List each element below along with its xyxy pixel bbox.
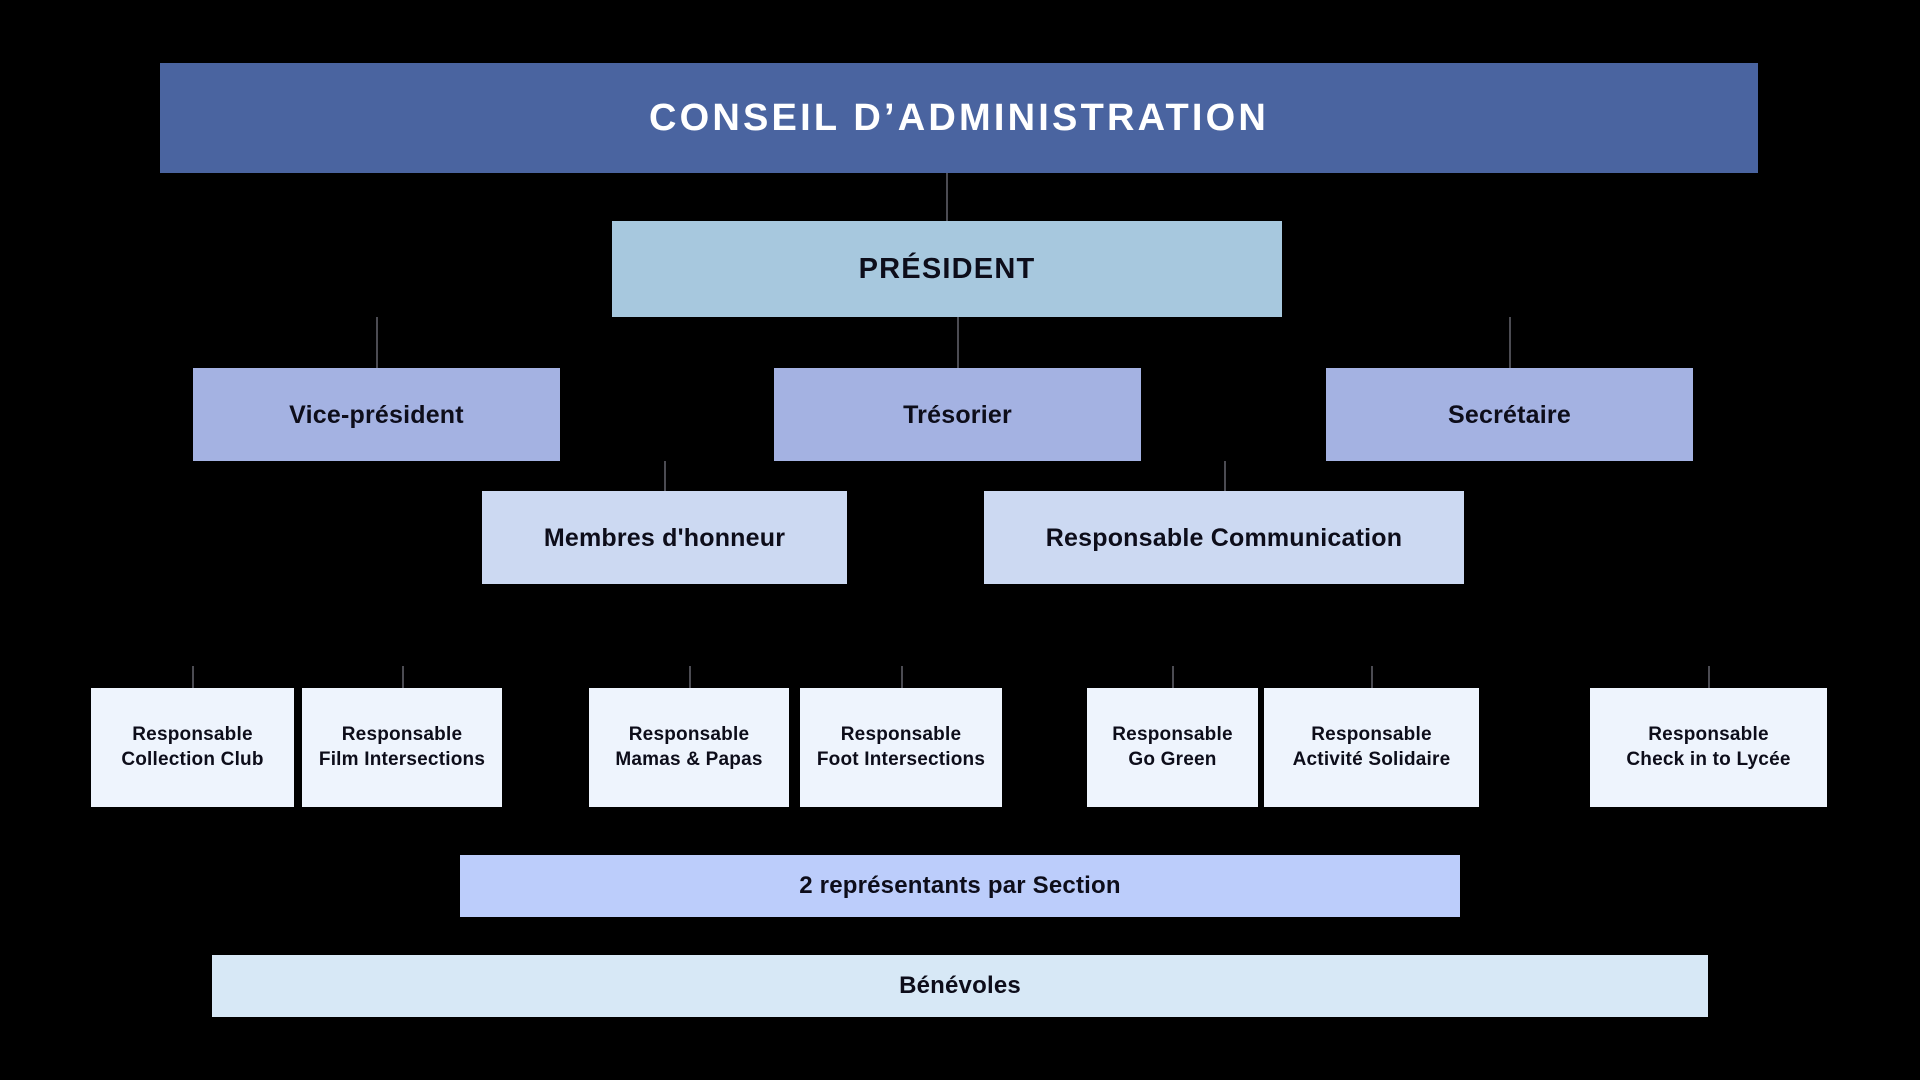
node-lead-film-intersections: Responsable Film Intersections (302, 688, 502, 807)
lead-film-intersections-label: Responsable Film Intersections (318, 724, 486, 770)
node-lead-activite-solidaire: Responsable Activité Solidaire (1264, 688, 1479, 807)
node-vice-president: Vice-président (193, 368, 560, 461)
node-honorary-members: Membres d'honneur (482, 491, 847, 584)
lead-check-in-to-lycee-label: Responsable Check in to Lycée (1626, 724, 1791, 770)
connector-lead-2 (402, 666, 404, 689)
connector-officer-3 (1509, 317, 1511, 369)
connector-officer-2 (957, 317, 959, 369)
president-label: PRÉSIDENT (858, 252, 1036, 285)
connector-lead-6 (1371, 666, 1373, 689)
connector-lead-7 (1708, 666, 1710, 689)
board-title-bar: CONSEIL D’ADMINISTRATION (160, 63, 1758, 173)
treasurer-label: Trésorier (903, 400, 1012, 429)
lead-activite-solidaire-label: Responsable Activité Solidaire (1292, 724, 1451, 770)
node-treasurer: Trésorier (774, 368, 1141, 461)
lead-collection-club-label: Responsable Collection Club (121, 724, 264, 770)
connector-lead-1 (192, 666, 194, 689)
lead-mamas-papas-label: Responsable Mamas & Papas (615, 724, 763, 770)
node-lead-mamas-papas: Responsable Mamas & Papas (589, 688, 789, 807)
connector-lead-5 (1172, 666, 1174, 689)
honorary-members-label: Membres d'honneur (543, 523, 786, 552)
section-representatives-label: 2 représentants par Section (799, 871, 1121, 899)
vice-president-label: Vice-président (289, 400, 464, 429)
node-lead-check-in-to-lycee: Responsable Check in to Lycée (1590, 688, 1827, 807)
node-section-representatives: 2 représentants par Section (460, 855, 1460, 917)
node-president: PRÉSIDENT (612, 221, 1282, 317)
node-lead-foot-intersections: Responsable Foot Intersections (800, 688, 1002, 807)
node-communication-lead: Responsable Communication (984, 491, 1464, 584)
lead-foot-intersections-label: Responsable Foot Intersections (816, 724, 986, 770)
node-volunteers: Bénévoles (212, 955, 1708, 1017)
connector-lead-3 (689, 666, 691, 689)
connector-president-top (946, 173, 948, 222)
connector-lead-4 (901, 666, 903, 689)
node-secretary: Secrétaire (1326, 368, 1693, 461)
secretary-label: Secrétaire (1448, 400, 1571, 429)
connector-support-1 (664, 461, 666, 492)
connector-officer-1 (376, 317, 378, 369)
node-lead-collection-club: Responsable Collection Club (91, 688, 294, 807)
board-title-label: CONSEIL D’ADMINISTRATION (648, 96, 1270, 139)
node-lead-go-green: Responsable Go Green (1087, 688, 1258, 807)
volunteers-label: Bénévoles (899, 971, 1021, 999)
connector-support-2 (1224, 461, 1226, 492)
communication-lead-label: Responsable Communication (1045, 523, 1403, 552)
lead-go-green-label: Responsable Go Green (1112, 724, 1233, 770)
